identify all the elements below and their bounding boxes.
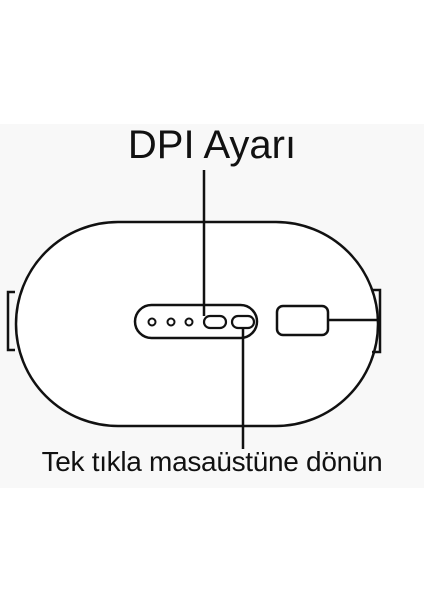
button-strip-icon <box>133 303 259 340</box>
dpi-label: DPI Ayarı <box>127 123 297 167</box>
desktop-label: Tek tıkla masaüstüne dönün <box>41 446 383 477</box>
indicator-hole-3-icon <box>184 317 194 327</box>
sensor-window-icon <box>275 304 330 337</box>
indicator-hole-1-icon <box>147 317 157 327</box>
left-side-clip <box>6 290 15 352</box>
indicator-hole-2-icon <box>166 317 176 327</box>
desktop-button-icon <box>230 314 256 330</box>
dpi-button-icon <box>202 314 228 330</box>
